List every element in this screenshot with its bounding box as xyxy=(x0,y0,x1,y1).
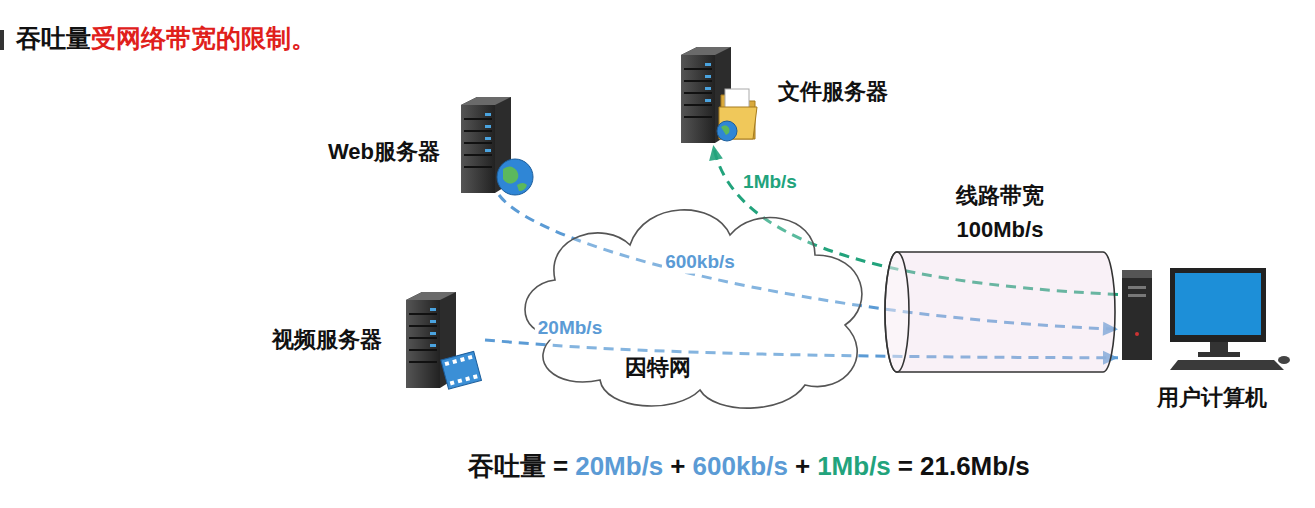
formula-term: 20Mb/s xyxy=(575,450,663,484)
formula-term: 1Mb/s xyxy=(817,450,891,484)
node-box: 因特网 xyxy=(515,185,875,410)
node-label: 文件服务器 xyxy=(778,79,888,105)
formula-term: + xyxy=(795,450,810,484)
title-row: 吞吐量受网络带宽的限制。 xyxy=(16,22,316,55)
node-label: Web服务器 xyxy=(328,139,440,165)
node-box: 线路带宽100Mb/s xyxy=(885,250,1117,375)
node-icon xyxy=(885,250,1117,375)
node-label: 100Mb/s xyxy=(957,217,1044,243)
title: 吞吐量 xyxy=(16,22,91,55)
node-box: 视频服务器 xyxy=(400,290,485,390)
node-box: 文件服务器 xyxy=(675,45,760,145)
formula-term: 吞吐量 xyxy=(468,450,546,484)
formula-term: = xyxy=(898,450,913,484)
formula-term: 600kb/s xyxy=(693,450,788,484)
arrow-head xyxy=(709,145,723,161)
edge-label: 20Mb/s xyxy=(535,317,605,340)
node-box: 用户计算机 xyxy=(1118,262,1290,374)
formula-term: = xyxy=(553,450,568,484)
node-label: 视频服务器 xyxy=(272,327,382,353)
node-box: Web服务器 xyxy=(455,95,535,195)
node-label: 用户计算机 xyxy=(1157,385,1267,411)
node-icon xyxy=(455,95,535,195)
node-icon xyxy=(675,45,760,145)
node-label: 线路带宽 xyxy=(956,183,1044,209)
edge-label: 600kb/s xyxy=(662,251,738,274)
formula-term: + xyxy=(670,450,685,484)
formula-row: 吞吐量=20Mb/s+600kb/s+1Mb/s=21.6Mb/s xyxy=(468,450,1030,484)
node-icon xyxy=(515,185,875,410)
title-bar xyxy=(0,30,4,50)
edge-label: 1Mb/s xyxy=(740,171,800,194)
formula-term: 21.6Mb/s xyxy=(920,450,1030,484)
node-label: 因特网 xyxy=(625,355,691,381)
title-highlight: 受网络带宽的限制。 xyxy=(91,22,316,55)
node-icon xyxy=(1118,262,1290,374)
node-icon xyxy=(400,290,485,390)
